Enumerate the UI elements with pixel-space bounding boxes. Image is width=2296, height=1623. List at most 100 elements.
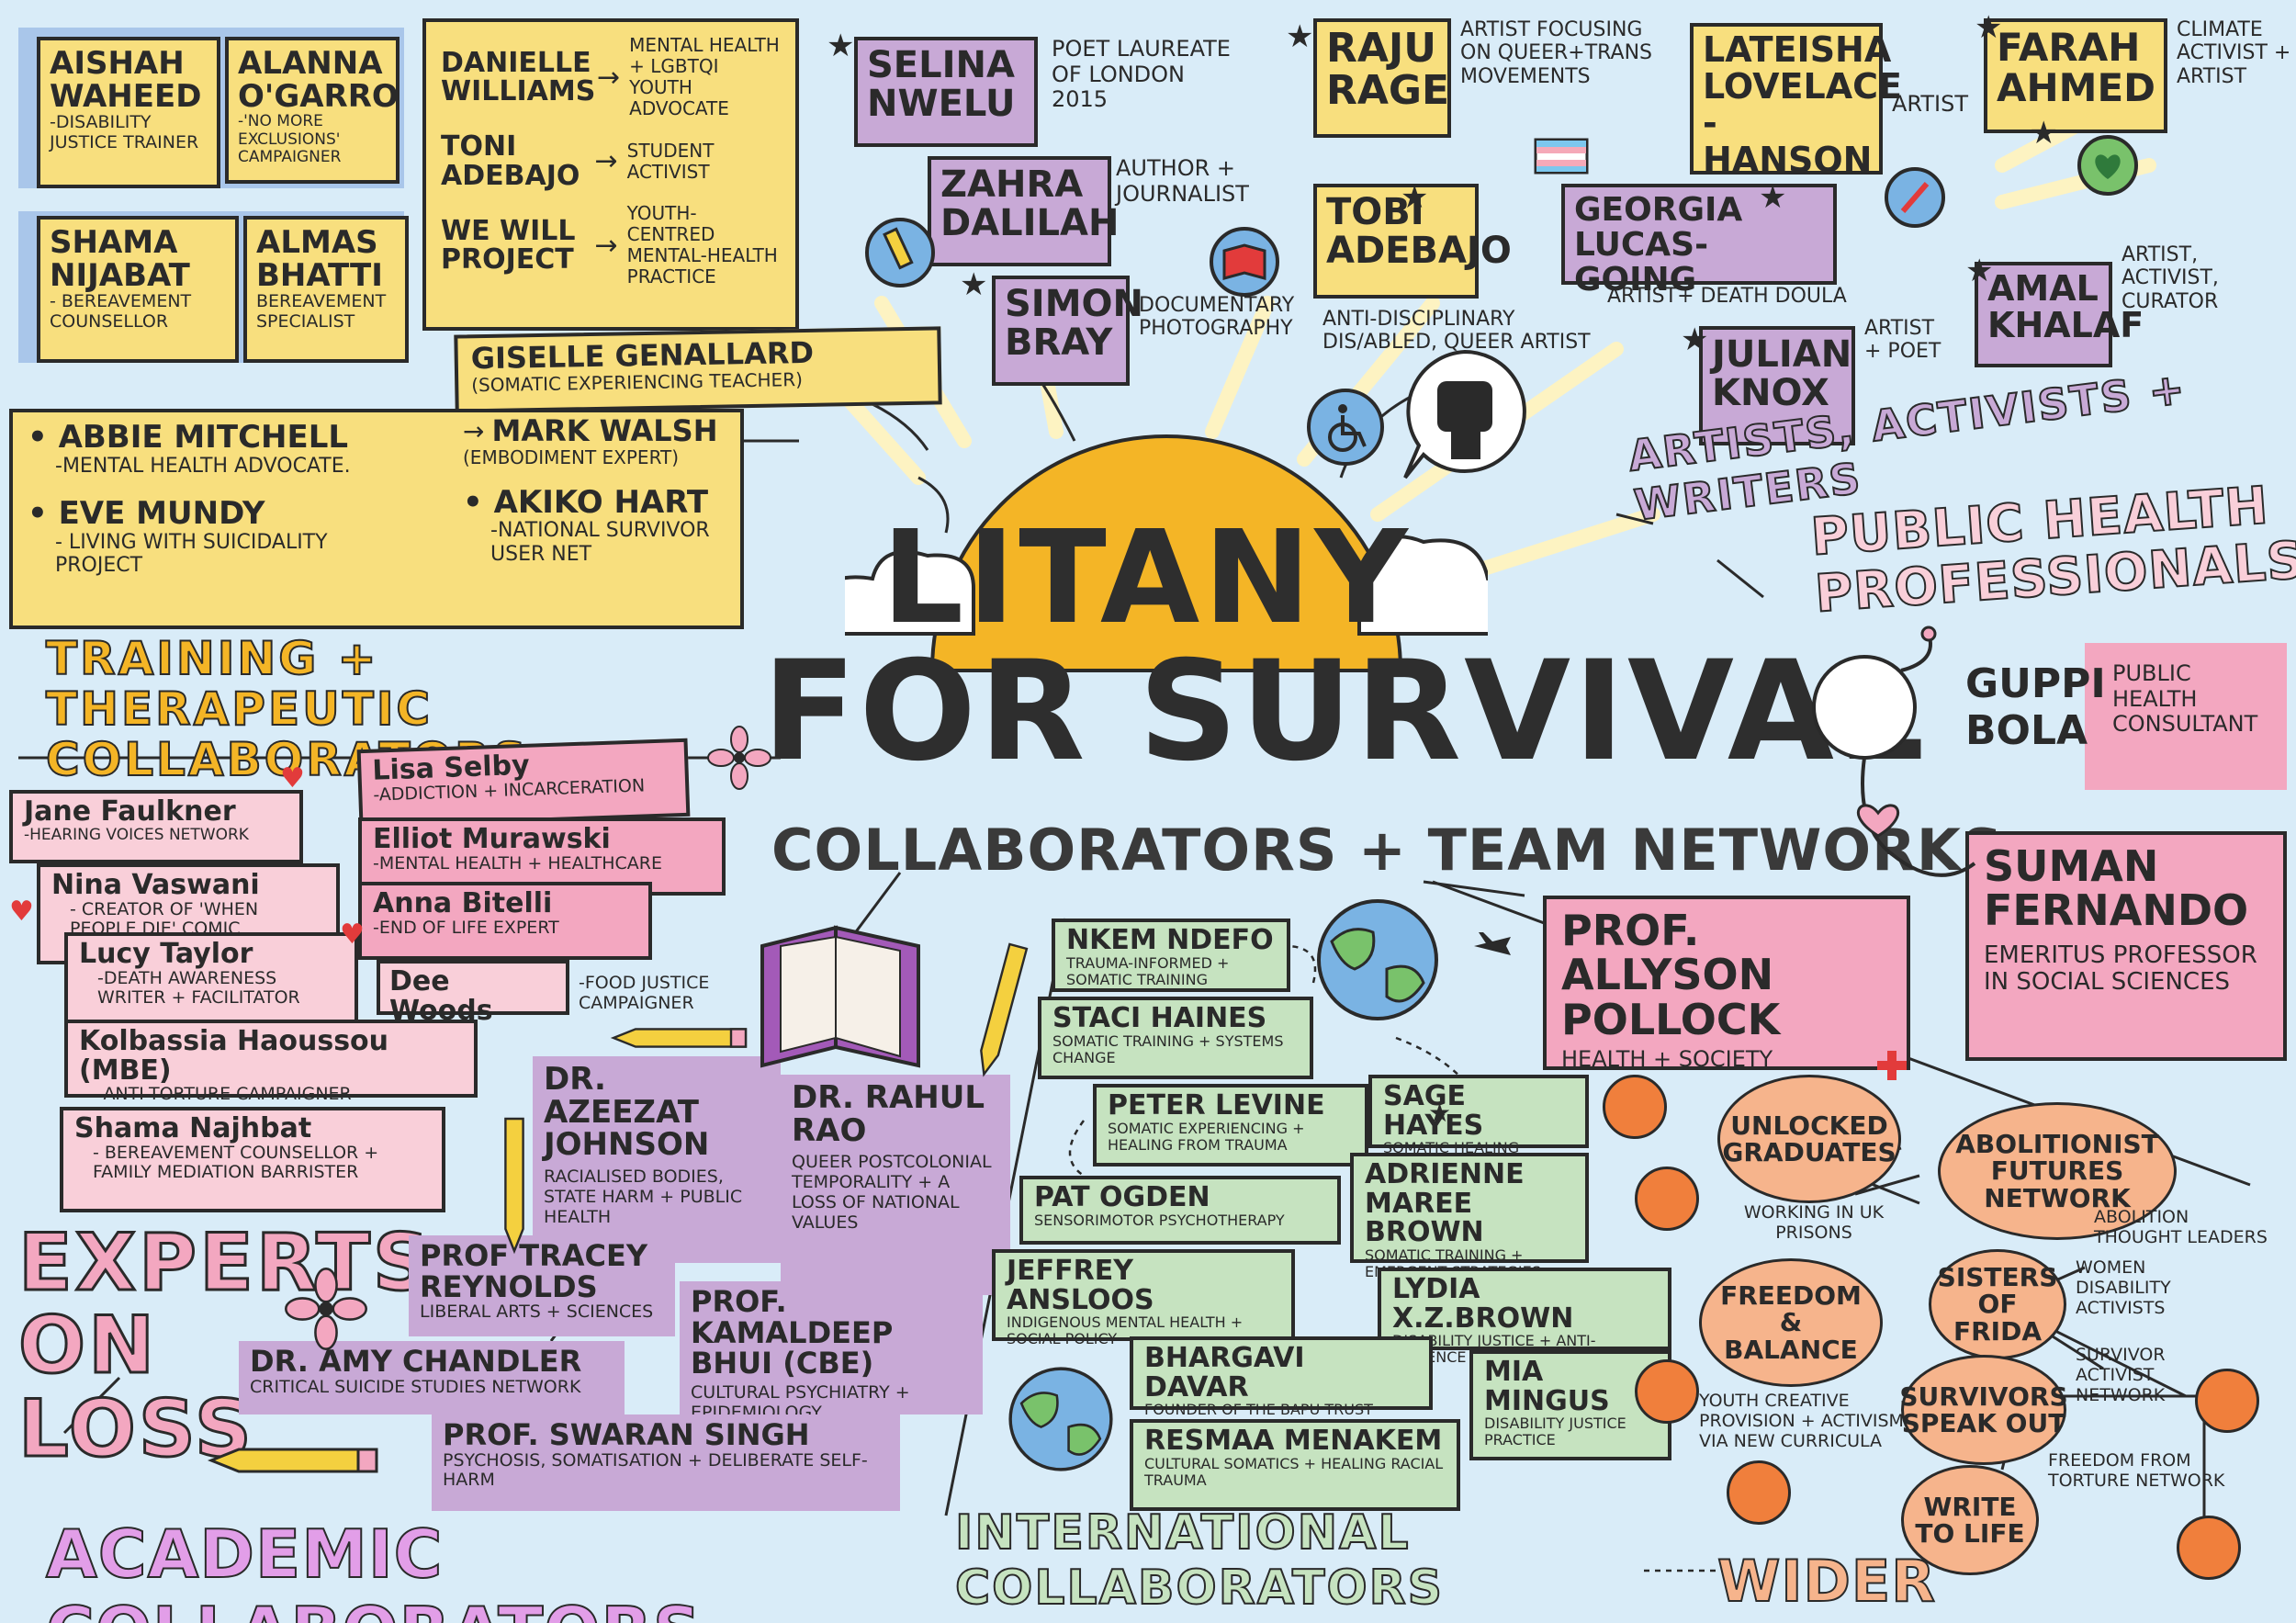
person-role: YOUTH-CENTRED MENTAL-HEALTH PRACTICE — [626, 202, 778, 287]
person-name: SUMAN FERNANDO — [1984, 841, 2249, 936]
person-name: STACI HAINES — [1052, 1002, 1267, 1034]
node-role: YOUTH CREATIVE PROVISION + ACTIVISM VIA … — [1699, 1391, 1904, 1451]
book-icon — [760, 925, 920, 1068]
card-almas-bhatti: ALMAS BHATTI BEREAVEMENT SPECIALIST — [243, 216, 409, 363]
person-name: JEFFREY ANSLOOS — [1007, 1255, 1154, 1316]
person-name: Anna Bitelli — [373, 887, 553, 919]
person-name: GUPPI BOLA — [1965, 660, 2106, 754]
card-tracey-reynolds: PROF TRACEY REYNOLDS LIBERAL ARTS + SCIE… — [409, 1235, 675, 1336]
person-role: - LIVING WITH SUICIDALITY PROJECT — [55, 530, 328, 577]
person-role: BEREAVEMENT SPECIALIST — [256, 291, 387, 332]
person-name: LATEISHA LOVELACE -HANSON — [1703, 29, 1902, 180]
person-name: PROF TRACEY REYNOLDS — [420, 1238, 648, 1304]
card-pat-ogden: PAT OGDEN SENSORIMOTOR PSYCHOTHERAPY — [1019, 1176, 1341, 1245]
star-icon: ★ — [1759, 179, 1787, 216]
card-giselle-genallard: GISELLE GENALLARD (SOMATIC EXPERIENCING … — [454, 326, 942, 413]
person-role: DISABILITY JUSTICE PRACTICE — [1484, 1414, 1626, 1449]
arrow-right-icon: → — [594, 145, 618, 177]
person-name: AISHAH WAHEED — [50, 45, 202, 115]
person-name: SHAMA NIJABAT — [50, 224, 190, 294]
card-adrienne-maree-brown: ADRIENNE MAREE BROWN SOMATIC TRAINING + … — [1350, 1153, 1589, 1280]
person-role: DOCUMENTARY PHOTOGRAPHY — [1139, 294, 1295, 341]
person-name: LYDIA X.Z.BROWN — [1392, 1273, 1574, 1335]
pencil-icon — [207, 1448, 378, 1473]
person-name: ALMAS BHATTI — [256, 224, 383, 294]
heart-icon: ♥ — [280, 762, 305, 795]
person-role: POET LAUREATE OF LONDON 2015 — [1052, 36, 1231, 113]
person-name: PROF. SWARAN SINGH — [443, 1417, 810, 1452]
person-role: -ANTI-TORTURE CAMPAIGNER — [97, 1084, 352, 1104]
person-role: INDIGENOUS MENTAL HEALTH + SOCIAL POLICY — [1007, 1313, 1244, 1348]
network-node-dot — [1635, 1359, 1699, 1424]
person-role: (EMBODIMENT EXPERT) — [463, 445, 680, 468]
trans-flag-icon — [1534, 138, 1589, 175]
card-bhargavi-davar: BHARGAVI DAVAR FOUNDER OF THE BAPU TRUST — [1130, 1336, 1433, 1418]
node-role: ABOLITION THOUGHT LEADERS — [2094, 1207, 2268, 1247]
node-unlocked-graduates: UNLOCKED GRADUATES — [1717, 1075, 1901, 1203]
person-role: QUEER POSTCOLONIAL TEMPORALITY + A LOSS … — [792, 1152, 992, 1233]
star-icon: ★ — [827, 28, 855, 64]
card-advocates-group: • ABBIE MITCHELL -MENTAL HEALTH ADVOCATE… — [9, 409, 744, 629]
person-name: ZAHRA DALILAH — [940, 163, 1120, 244]
card-amy-chandler: DR. AMY CHANDLER CRITICAL SUICIDE STUDIE… — [239, 1341, 625, 1414]
person-role: PUBLIC HEALTH CONSULTANT — [2112, 660, 2258, 738]
person-name: WE WILL PROJECT — [441, 214, 576, 276]
person-name: SIMON BRAY — [1005, 283, 1143, 364]
card-aishah-waheed: AISHAH WAHEED -DISABILITY JUSTICE TRAINE… — [37, 37, 220, 188]
person-name: GEORGIA LUCAS-GOING — [1574, 191, 1743, 299]
person-role: MENTAL HEALTH + LGBTQI YOUTH ADVOCATE — [629, 34, 780, 119]
person-name: BHARGAVI DAVAR — [1144, 1342, 1305, 1403]
person-role: SOMATIC HEALING — [1383, 1139, 1520, 1156]
person-name: RESMAA MENAKEM — [1144, 1425, 1443, 1457]
node-role: WOMEN DISABILITY ACTIVISTS — [2076, 1257, 2171, 1318]
card-shama-najhbat: Shama Najhbat - BEREAVEMENT COUNSELLOR +… — [60, 1107, 445, 1212]
section-title-academic: ACADEMIC COLLABORATORS — [45, 1515, 702, 1623]
person-name: PAT OGDEN — [1034, 1181, 1210, 1213]
card-staci-haines: STACI HAINES SOMATIC TRAINING + SYSTEMS … — [1038, 997, 1313, 1079]
person-role: CLIMATE ACTIVIST + ARTIST — [2177, 18, 2291, 88]
person-role: ANTI-DISCIPLINARY DIS/ABLED, QUEER ARTIS… — [1322, 308, 1591, 355]
card-lateisha-lovelace-hanson: LATEISHA LOVELACE -HANSON — [1690, 23, 1902, 178]
star-icon: ★ — [1401, 179, 1429, 216]
person-role: -NATIONAL SURVIVOR USER NET — [490, 519, 710, 566]
title-line2: FOR SURVIVAL — [762, 632, 1928, 792]
pencil-icon — [865, 218, 935, 287]
stethoscope-icon — [1812, 626, 1976, 877]
person-name: DR. AMY CHANDLER — [250, 1344, 582, 1379]
person-name: DR. RAHUL RAO — [792, 1079, 985, 1149]
card-sage-hayes: SAGE HAYES SOMATIC HEALING — [1368, 1075, 1589, 1156]
person-role: FOUNDER OF THE BAPU TRUST — [1144, 1401, 1373, 1418]
person-name: SAGE HAYES — [1383, 1080, 1484, 1142]
card-julian-knox: JULIAN KNOX — [1699, 326, 1855, 445]
person-role: -END OF LIFE EXPERT — [373, 917, 559, 938]
node-role: SURVIVOR ACTIVIST NETWORK — [2076, 1345, 2166, 1405]
person-name: PROF. ALLYSON POLLOCK — [1561, 906, 1781, 1044]
card-alanna-ogarro: ALANNA O'GARRO -'NO MORE EXCLUSIONS' CAM… — [225, 37, 400, 184]
heart-icon: ♥ — [340, 919, 365, 951]
card-tobi-adebajo: TOBI ADEBAJO — [1313, 184, 1512, 299]
arrow-right-icon: → — [594, 229, 618, 262]
flower-icon — [285, 1268, 367, 1350]
person-role: HEALTH + SOCIETY — [1561, 1045, 1773, 1072]
card-kamaldeep-bhui: PROF. KAMALDEEP BHUI (CBE) CULTURAL PSYC… — [680, 1281, 983, 1422]
node-freedom-balance: FREEDOM & BALANCE — [1699, 1258, 1883, 1387]
person-name: PROF. KAMALDEEP BHUI (CBE) — [691, 1284, 894, 1381]
card-kolbassia-haoussou: Kolbassia Haoussou (MBE) -ANTI-TORTURE C… — [64, 1020, 478, 1104]
person-role: ARTIST — [1892, 91, 1968, 117]
section-title-wider: WIDER NETWORKS — [1716, 1547, 2090, 1623]
person-name: Nina Vaswani — [51, 869, 260, 901]
person-role: ARTIST+ DEATH DOULA — [1607, 285, 1847, 308]
node-write-to-life: WRITE TO LIFE — [1901, 1465, 2039, 1575]
person-name: NKEM NDEFO — [1066, 924, 1274, 956]
person-name: DR. AZEEZAT JOHNSON — [544, 1061, 710, 1164]
card-peter-levine: PETER LEVINE SOMATIC EXPERIENCING + HEAL… — [1093, 1084, 1368, 1167]
star-icon: ★ — [1681, 321, 1709, 358]
network-node-dot — [2195, 1369, 2259, 1433]
star-icon: ★ — [1975, 9, 2003, 46]
person-role: - BEREAVEMENT COUNSELLOR — [50, 291, 192, 332]
card-azeezat-johnson: DR. AZEEZAT JOHNSON RACIALISED BODIES, S… — [533, 1056, 781, 1263]
red-cross-icon — [1877, 1051, 1907, 1080]
sunrise-cloud-illustration — [845, 434, 1488, 672]
card-lucy-taylor: Lucy Taylor -DEATH AWARENESS WRITER + FA… — [64, 932, 358, 1029]
node-sisters-of-frida: SISTERS OF FRIDA — [1929, 1249, 2066, 1359]
